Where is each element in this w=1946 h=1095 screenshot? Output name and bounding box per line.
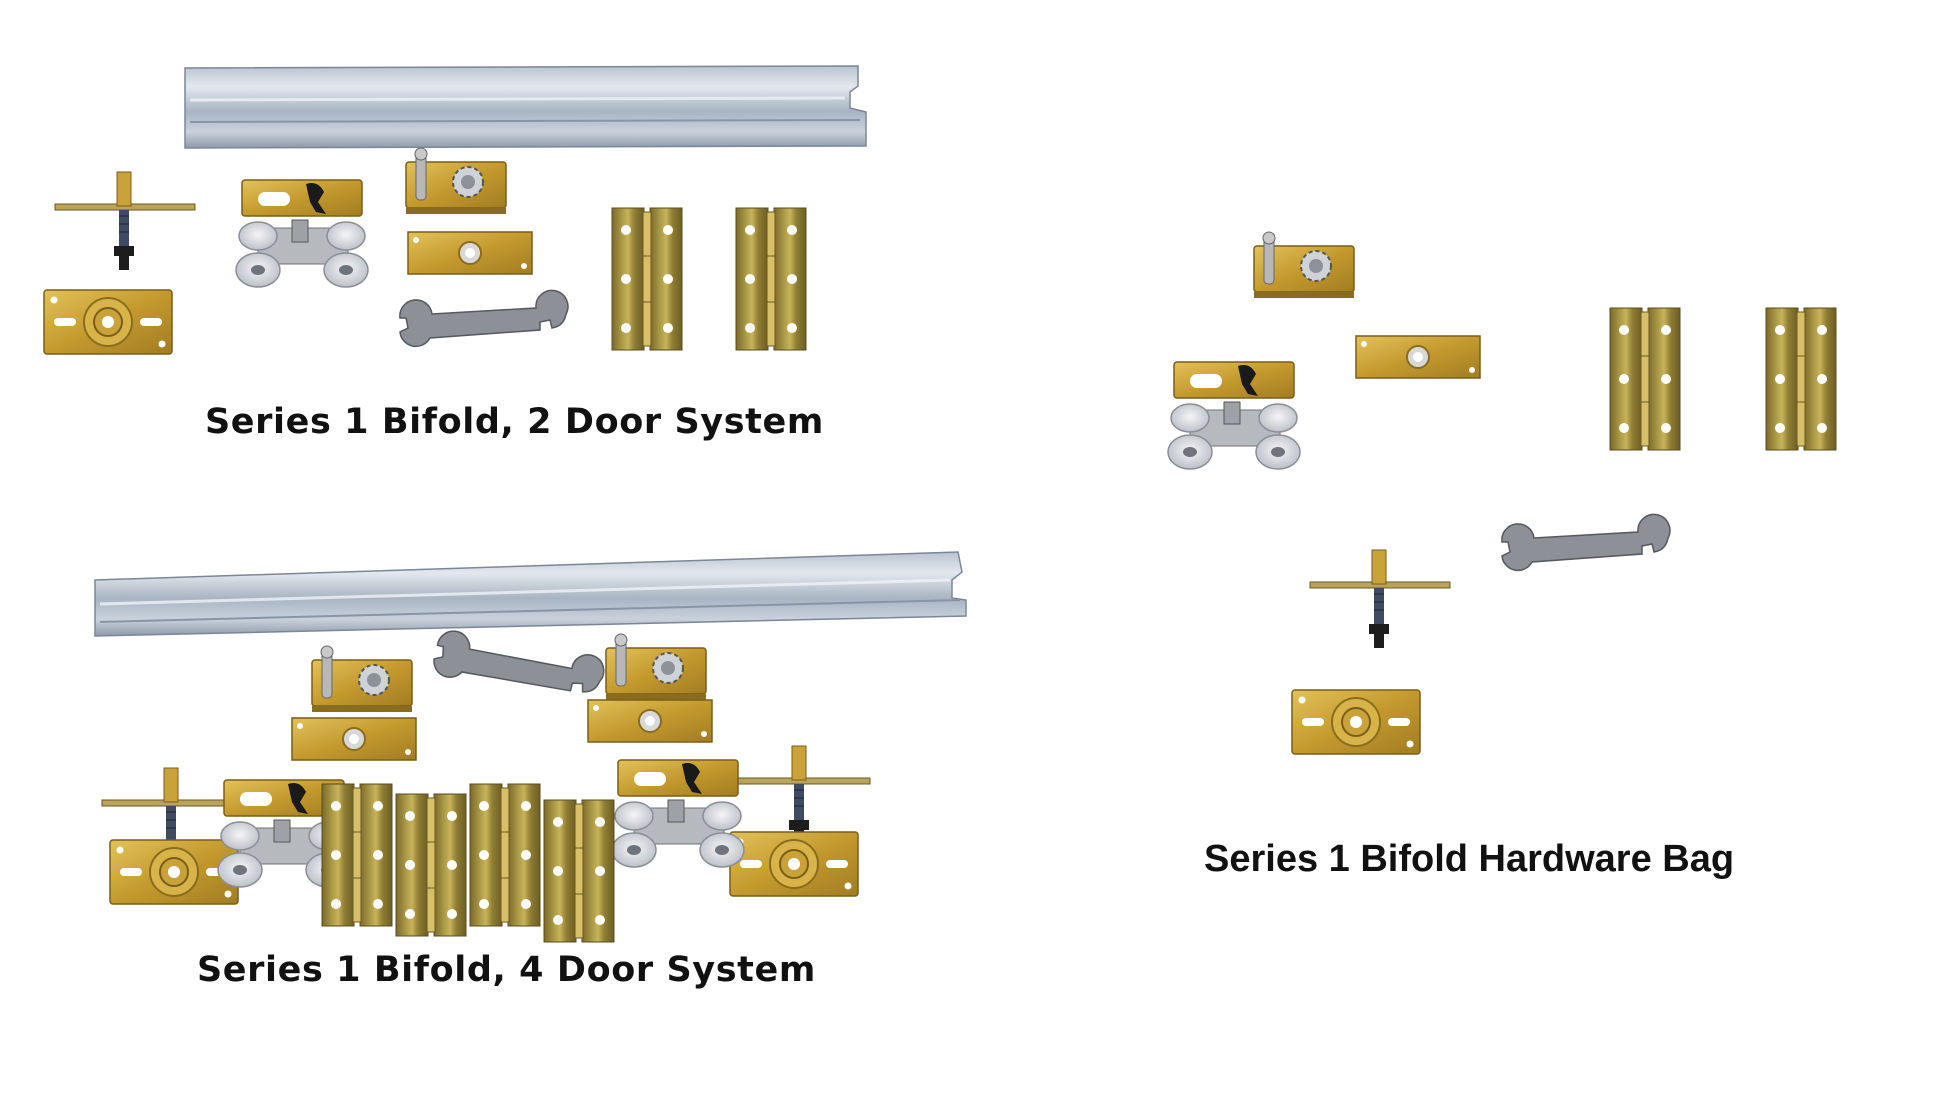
pivot-plate bbox=[43, 289, 173, 355]
pivot-plate bbox=[1291, 689, 1421, 755]
flat-plate bbox=[587, 699, 713, 743]
hinge bbox=[1765, 307, 1837, 451]
hinge bbox=[611, 207, 683, 351]
roller-guide bbox=[1167, 361, 1301, 470]
hinge bbox=[321, 783, 393, 927]
hinge bbox=[735, 207, 807, 351]
pivot-plate bbox=[729, 831, 859, 897]
caption-two-door-system: Series 1 Bifold, 2 Door System bbox=[205, 402, 824, 442]
stop-bracket bbox=[405, 147, 507, 215]
stop-bracket bbox=[311, 645, 413, 713]
hardware-bag-image bbox=[1167, 231, 1837, 755]
wrench bbox=[429, 617, 608, 715]
stop-bracket bbox=[1253, 231, 1355, 299]
four-door-kit-image bbox=[94, 551, 967, 943]
pivot-post bbox=[1309, 549, 1451, 649]
two-door-kit-image bbox=[43, 65, 867, 355]
roller-guide bbox=[611, 759, 745, 868]
track-rail bbox=[94, 551, 967, 637]
stop-bracket bbox=[605, 633, 707, 701]
pivot-post bbox=[54, 171, 196, 271]
flat-plate bbox=[291, 717, 417, 761]
wrench bbox=[399, 289, 569, 348]
flat-plate bbox=[407, 231, 533, 275]
hinge bbox=[1609, 307, 1681, 451]
pivot-post bbox=[729, 745, 871, 845]
caption-hardware-bag: Series 1 Bifold Hardware Bag bbox=[1204, 838, 1735, 880]
caption-four-door-system: Series 1 Bifold, 4 Door System bbox=[197, 950, 816, 990]
track-rail bbox=[184, 65, 867, 149]
wrench bbox=[1501, 513, 1671, 572]
hinge bbox=[543, 799, 615, 943]
hinge bbox=[469, 783, 541, 927]
hinge bbox=[395, 793, 467, 937]
flat-plate bbox=[1355, 335, 1481, 379]
roller-guide bbox=[235, 179, 369, 288]
